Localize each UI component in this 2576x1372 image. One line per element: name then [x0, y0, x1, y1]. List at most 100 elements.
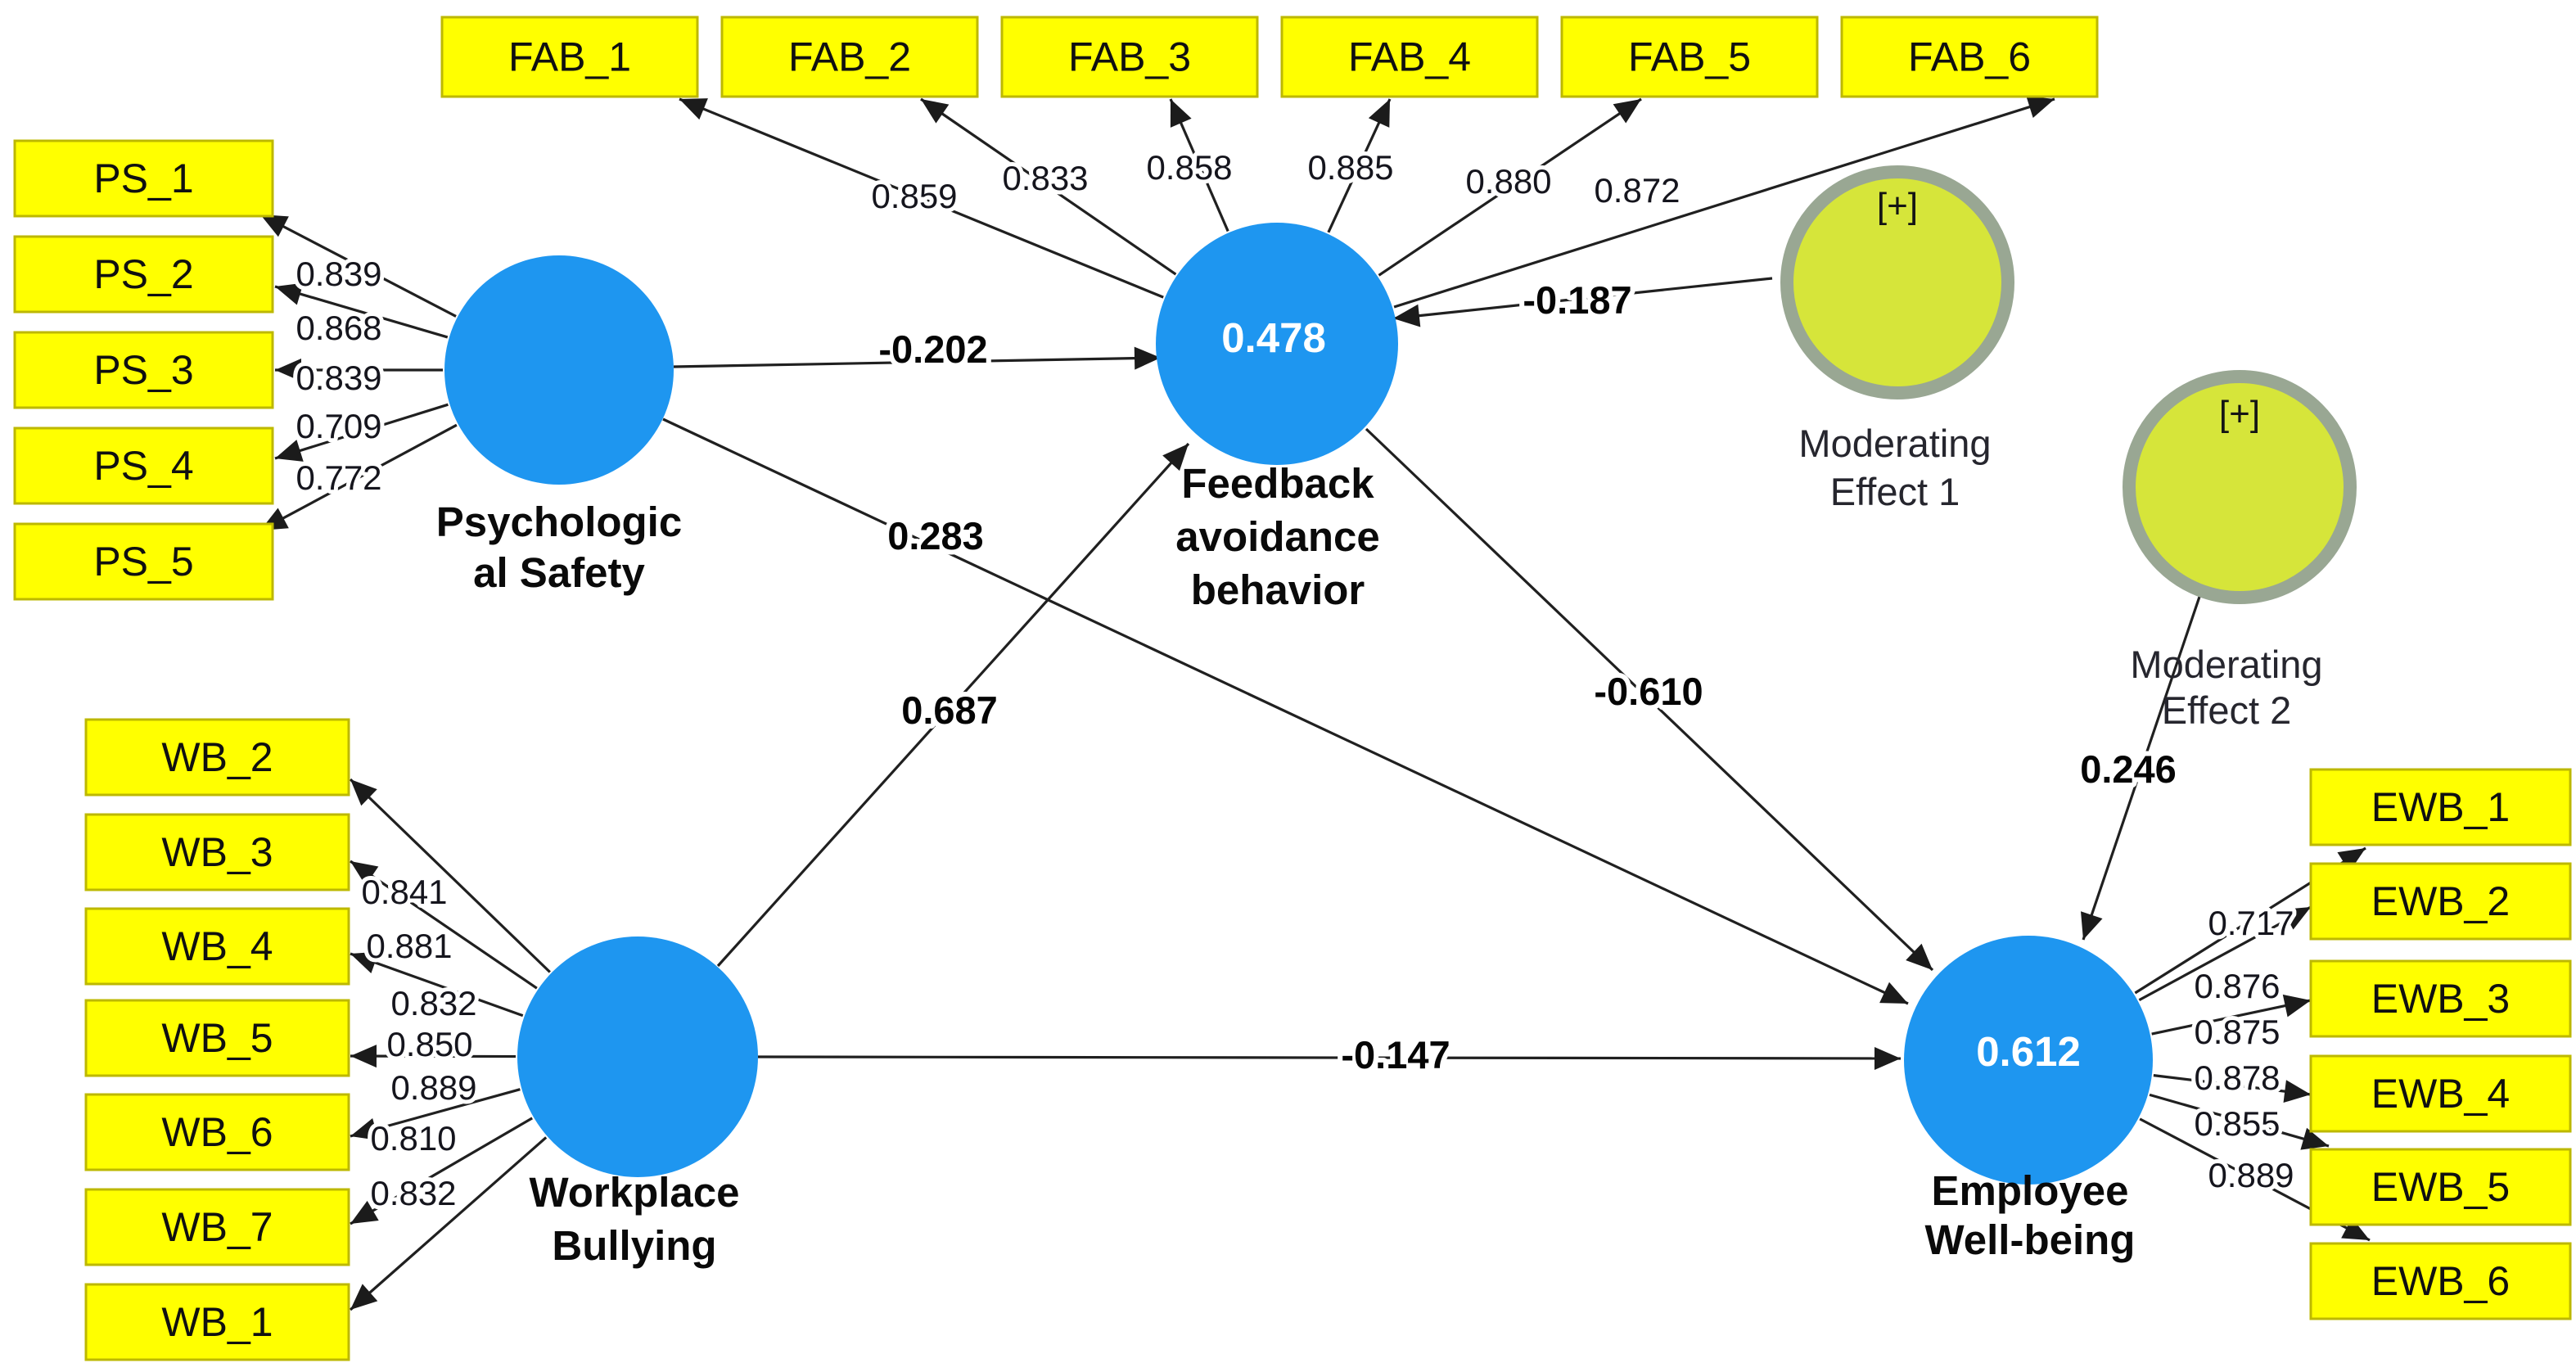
loading-PS_2: 0.868: [295, 309, 381, 347]
indicator-label-PS_3: PS_3: [93, 347, 193, 393]
loading-EWB_5: 0.855: [2194, 1104, 2280, 1143]
coefficient-wb-to-ewb: -0.147: [1341, 1033, 1450, 1076]
path-wb-ewb[interactable]: [757, 1046, 1902, 1070]
coefficient-ps-to-fab: -0.202: [878, 327, 987, 371]
indicator-box-FAB_3[interactable]: [1000, 16, 1259, 98]
indicator-box-FAB_2[interactable]: [720, 16, 979, 98]
indicator-box-EWB_2[interactable]: [2309, 862, 2572, 941]
label-moderating-effect-1-line1: Moderating: [1798, 422, 1991, 465]
construct-psychological-safety[interactable]: [444, 255, 674, 485]
loading-PS_1: 0.839: [295, 255, 381, 293]
loading-WB_7: 0.810: [370, 1119, 456, 1158]
edge-FAB-FAB_6[interactable]: [1393, 96, 2055, 309]
loading-FAB_1: 0.859: [871, 177, 957, 215]
moderator-1-plus-icon: [+]: [1877, 186, 1918, 226]
loading-EWB_3: 0.875: [2194, 1013, 2280, 1051]
path-ps-fab[interactable]: [673, 346, 1162, 370]
edge-WB-WB_7[interactable]: [350, 1117, 533, 1225]
loading-WB_1: 0.832: [370, 1174, 456, 1212]
loading-WB_6: 0.889: [390, 1068, 476, 1107]
construct-feedback-avoidance-behavior[interactable]: [1156, 223, 1398, 465]
indicator-label-WB_1: WB_1: [161, 1299, 273, 1345]
indicator-label-FAB_4: FAB_4: [1348, 34, 1471, 80]
indicator-box-FAB_1[interactable]: [440, 16, 699, 98]
coefficient-me2-to-ewb: 0.246: [2080, 747, 2177, 791]
indicator-box-EWB_4[interactable]: [2309, 1054, 2572, 1133]
moderator-effect-2-circle[interactable]: [2123, 370, 2357, 604]
moderator-effect-1-circle[interactable]: [1780, 165, 2014, 399]
edge-WB-WB_4[interactable]: [350, 951, 524, 1018]
edge-WB-WB_1[interactable]: [349, 1136, 548, 1311]
loading-FAB_5: 0.880: [1465, 162, 1551, 201]
indicator-box-WB_3[interactable]: [84, 813, 350, 891]
indicator-label-EWB_5: EWB_5: [2371, 1164, 2511, 1210]
path-fab-ewb[interactable]: [1365, 427, 1934, 972]
indicator-box-EWB_5[interactable]: [2309, 1148, 2572, 1226]
indicator-box-PS_5[interactable]: [13, 522, 274, 601]
indicator-box-WB_7[interactable]: [84, 1188, 350, 1266]
label-employee-well-being-line2: Well-being: [1925, 1216, 2136, 1263]
indicator-box-WB_4[interactable]: [84, 907, 350, 986]
edge-WB-WB_3[interactable]: [350, 860, 538, 990]
edge-EWB-EWB_5[interactable]: [2149, 1093, 2330, 1150]
indicator-label-PS_4: PS_4: [93, 443, 193, 489]
indicator-label-FAB_3: FAB_3: [1068, 34, 1191, 80]
indicator-label-PS_2: PS_2: [93, 251, 193, 297]
label-employee-well-being-line1: Employee: [1932, 1167, 2129, 1214]
edge-PS-PS_5[interactable]: [259, 423, 458, 532]
ewb-rsquare-value: 0.612: [1976, 1028, 2081, 1075]
label-fab-line2: avoidance: [1175, 513, 1379, 560]
loading-WB_4: 0.832: [390, 984, 476, 1022]
label-psychological-safety-line2: al Safety: [473, 549, 645, 596]
loading-EWB_6: 0.889: [2208, 1156, 2294, 1194]
loading-FAB_3: 0.858: [1146, 148, 1232, 187]
indicator-box-FAB_4[interactable]: [1280, 16, 1539, 98]
indicator-label-WB_2: WB_2: [161, 734, 273, 780]
edge-EWB-EWB_3[interactable]: [2151, 994, 2312, 1036]
loading-FAB_2: 0.833: [1002, 159, 1088, 197]
edge-FAB-FAB_3[interactable]: [1169, 98, 1229, 232]
indicator-box-PS_4[interactable]: [13, 426, 274, 505]
edge-PS-PS_4[interactable]: [274, 403, 449, 462]
indicator-label-FAB_5: FAB_5: [1628, 34, 1751, 80]
construct-employee-well-being[interactable]: [1904, 936, 2153, 1185]
edge-PS-PS_2[interactable]: [274, 282, 449, 339]
indicator-box-WB_2[interactable]: [84, 718, 350, 797]
indicator-box-PS_3[interactable]: [13, 331, 274, 409]
indicator-box-FAB_6[interactable]: [1840, 16, 2099, 98]
label-fab-line1: Feedback: [1181, 460, 1374, 507]
edge-WB-WB_5[interactable]: [350, 1045, 517, 1068]
edge-WB-WB_2[interactable]: [349, 778, 551, 973]
indicator-label-FAB_2: FAB_2: [788, 34, 911, 80]
indicator-box-PS_1[interactable]: [13, 139, 274, 218]
edge-FAB-FAB_2[interactable]: [920, 97, 1177, 276]
construct-workplace-bullying[interactable]: [517, 936, 758, 1177]
edge-FAB-FAB_4[interactable]: [1327, 98, 1392, 233]
indicator-label-PS_5: PS_5: [93, 539, 193, 584]
indicator-label-EWB_3: EWB_3: [2371, 976, 2511, 1022]
indicator-box-EWB_3[interactable]: [2309, 959, 2572, 1038]
label-fab-line3: behavior: [1191, 566, 1365, 613]
indicator-box-FAB_5[interactable]: [1560, 16, 1819, 98]
edge-WB-WB_6[interactable]: [350, 1088, 521, 1140]
indicator-box-PS_2[interactable]: [13, 235, 274, 314]
edge-FAB-FAB_5[interactable]: [1378, 97, 1642, 277]
path-wb-fab[interactable]: [716, 442, 1190, 968]
edge-EWB-EWB_4[interactable]: [2153, 1074, 2312, 1103]
indicator-box-WB_5[interactable]: [84, 999, 350, 1077]
coefficient-fab-to-ewb: -0.610: [1594, 670, 1703, 713]
indicator-label-WB_7: WB_7: [161, 1204, 273, 1250]
edge-FAB-FAB_1[interactable]: [679, 97, 1164, 299]
indicator-box-WB_1[interactable]: [84, 1283, 350, 1361]
edge-PS-PS_1[interactable]: [259, 213, 457, 318]
indicator-box-WB_6[interactable]: [84, 1093, 350, 1171]
path-me2-ewb[interactable]: [2081, 596, 2201, 941]
loading-FAB_6: 0.872: [1594, 171, 1680, 210]
path-me1-fab[interactable]: [1392, 277, 1773, 327]
path-ps-ewb[interactable]: [662, 417, 1909, 1005]
indicator-box-EWB_6[interactable]: [2309, 1242, 2572, 1320]
indicator-box-EWB_1[interactable]: [2309, 768, 2572, 846]
edge-EWB-EWB_2[interactable]: [2138, 905, 2312, 1002]
